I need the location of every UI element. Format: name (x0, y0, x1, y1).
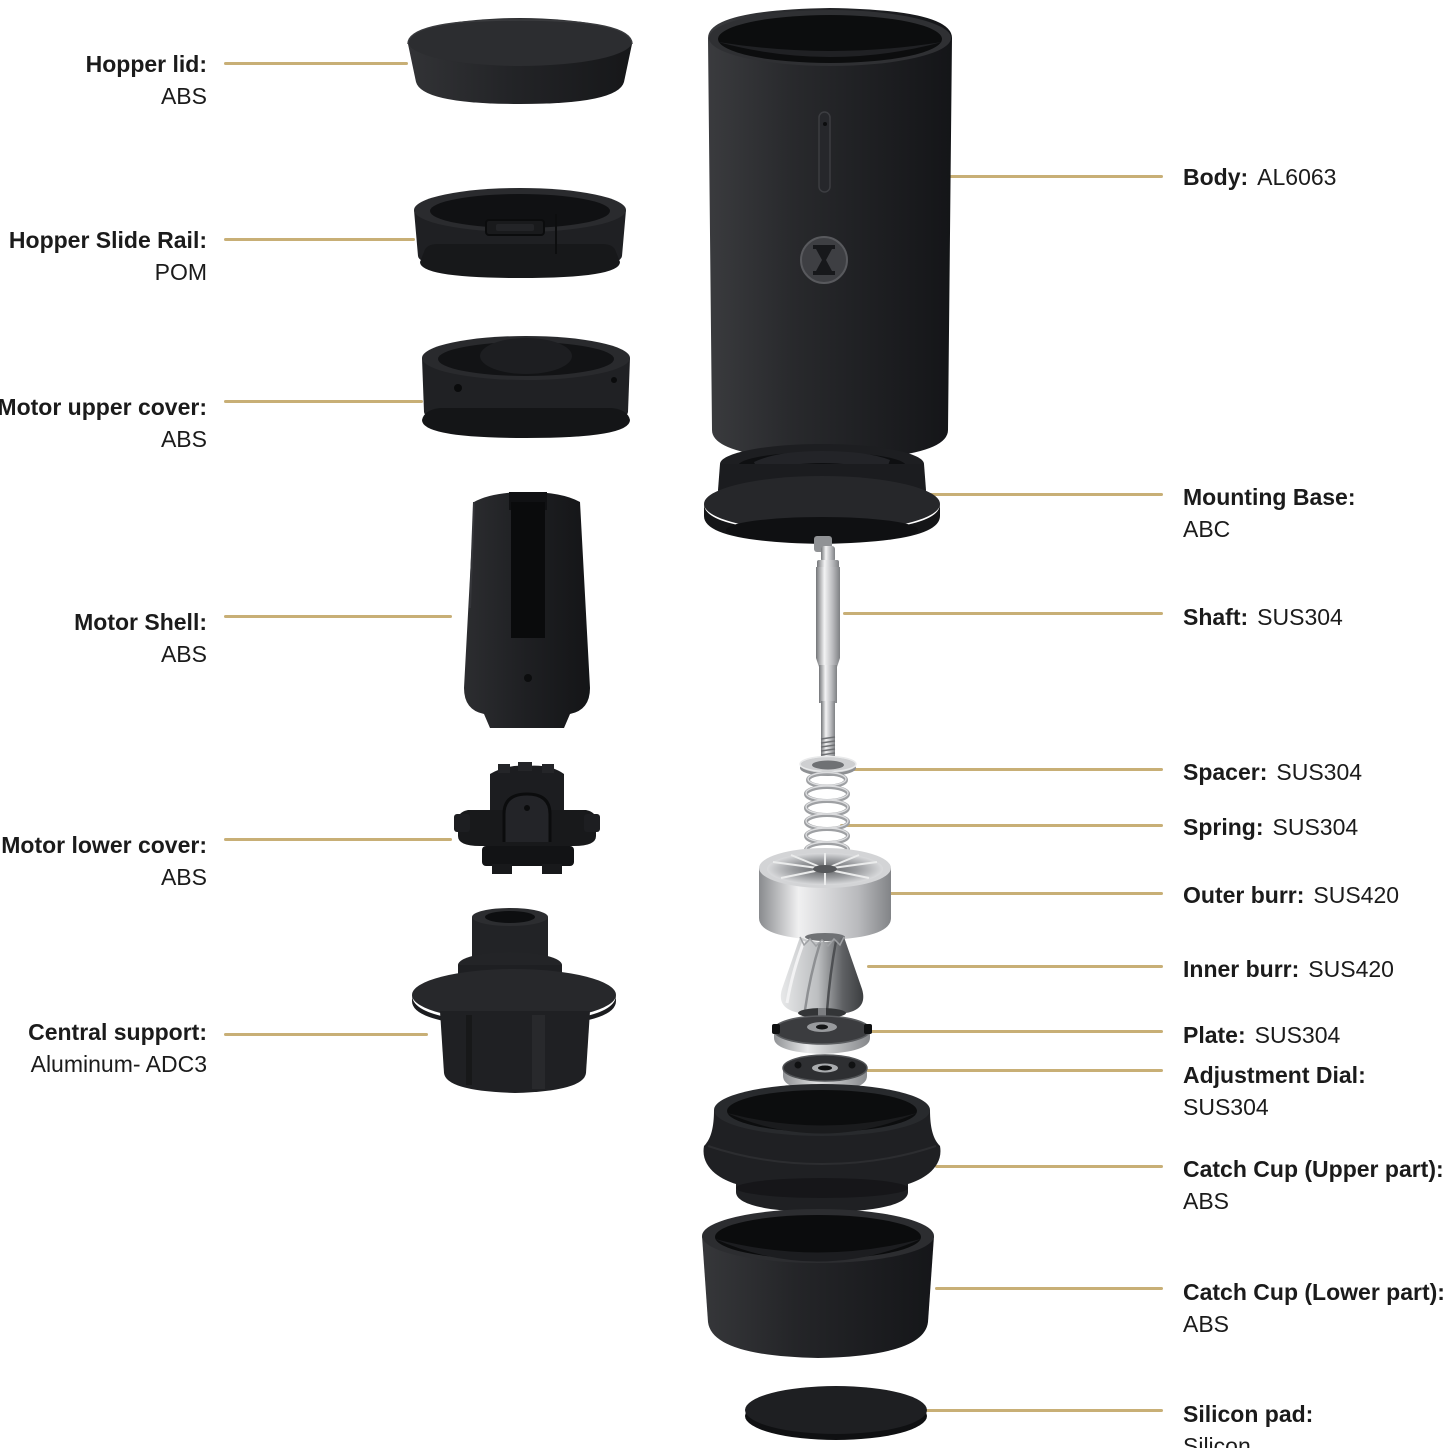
part-material: Aluminum- ADC3 (30, 1051, 207, 1077)
leader-spacer (850, 768, 1163, 771)
leader-adjustment-dial (860, 1069, 1163, 1072)
part-material: ABS (1183, 1188, 1230, 1214)
leader-catch-cup-lower (935, 1287, 1163, 1290)
hourglass-logo-icon (800, 236, 848, 284)
part-name: Central support: (28, 1019, 207, 1045)
leader-silicon-pad (897, 1409, 1163, 1412)
leader-inner-burr (867, 965, 1163, 968)
part-material: SUS420 (1313, 882, 1400, 908)
part-material: ABS (160, 83, 207, 109)
label-motor-lower-cover: Motor lower cover: ABS (0, 829, 207, 893)
label-shaft: Shaft: SUS304 (1183, 601, 1445, 633)
label-outer-burr: Outer burr: SUS420 (1183, 879, 1445, 911)
part-material: SUS304 (1183, 1094, 1269, 1120)
leader-body (937, 175, 1163, 178)
catch-cup-upper-illustration (703, 1084, 941, 1212)
part-material: Silicon (1183, 1433, 1251, 1448)
part-name: Plate: (1183, 1022, 1246, 1048)
hopper-lid-illustration (407, 18, 633, 104)
part-name: Outer burr: (1183, 882, 1305, 908)
part-name: Inner burr: (1183, 956, 1300, 982)
plate-illustration (772, 1008, 872, 1054)
part-name: Spring: (1183, 814, 1264, 840)
part-material: SUS304 (1254, 1022, 1341, 1048)
label-hopper-slide-rail: Hopper Slide Rail: POM (0, 224, 207, 288)
leader-hopper-lid (224, 62, 408, 65)
motor-upper-cover-illustration (422, 336, 630, 438)
leader-motor-lower-cover (224, 838, 452, 841)
leader-motor-shell (224, 615, 452, 618)
body-illustration (708, 8, 952, 460)
motor-shell-illustration (464, 492, 590, 728)
part-name: Catch Cup (Lower part): (1183, 1279, 1445, 1305)
label-motor-upper-cover: Motor upper cover: ABS (0, 391, 207, 455)
label-hopper-lid: Hopper lid: ABS (0, 48, 207, 112)
leader-catch-cup-upper (935, 1165, 1163, 1168)
part-material: ABS (160, 864, 207, 890)
silicon-pad-illustration (745, 1386, 927, 1440)
leader-plate (870, 1030, 1163, 1033)
central-support-illustration (412, 908, 616, 1093)
catch-cup-lower-illustration (702, 1209, 934, 1358)
part-name: Hopper Slide Rail: (8, 227, 207, 253)
label-adjustment-dial: Adjustment Dial: SUS304 (1183, 1059, 1445, 1123)
part-material: SUS304 (1257, 604, 1343, 630)
part-name: Hopper lid: (85, 51, 207, 77)
part-material: ABC (1183, 516, 1231, 542)
inner-burr-illustration (780, 936, 864, 1019)
label-central-support: Central support: Aluminum- ADC3 (0, 1016, 207, 1080)
part-name: Motor upper cover: (0, 394, 207, 420)
part-name: Silicon pad: (1183, 1401, 1314, 1427)
label-motor-shell: Motor Shell: ABS (0, 606, 207, 670)
label-catch-cup-lower: Catch Cup (Lower part): ABS (1183, 1276, 1445, 1340)
leader-central-support (224, 1033, 428, 1036)
hopper-slide-rail-illustration (414, 188, 626, 278)
label-catch-cup-upper: Catch Cup (Upper part): ABS (1183, 1153, 1445, 1217)
label-spring: Spring: SUS304 (1183, 811, 1445, 843)
label-silicon-pad: Silicon pad: Silicon (1183, 1398, 1445, 1448)
part-material: SUS304 (1272, 814, 1359, 840)
mounting-base-illustration (704, 444, 940, 552)
part-material: AL6063 (1257, 164, 1337, 190)
label-inner-burr: Inner burr: SUS420 (1183, 953, 1445, 985)
part-material: ABS (160, 426, 207, 452)
part-material: ABS (160, 641, 207, 667)
label-plate: Plate: SUS304 (1183, 1019, 1445, 1051)
spacer-illustration (799, 756, 857, 776)
part-material: POM (154, 259, 207, 285)
leader-mounting-base (930, 493, 1163, 496)
shaft-illustration (816, 546, 840, 769)
leader-spring (840, 824, 1163, 827)
part-material: ABS (1183, 1311, 1230, 1337)
leader-motor-upper-cover (224, 400, 423, 403)
label-spacer: Spacer: SUS304 (1183, 756, 1445, 788)
outer-burr-illustration (759, 848, 891, 941)
spring-illustration (804, 771, 850, 859)
part-name: Adjustment Dial: (1183, 1062, 1366, 1088)
part-name: Shaft: (1183, 604, 1249, 630)
label-body: Body: AL6063 (1183, 161, 1445, 193)
part-name: Motor Shell: (74, 609, 207, 635)
leader-hopper-slide-rail (224, 238, 415, 241)
leader-outer-burr (888, 892, 1163, 895)
leader-shaft (843, 612, 1163, 615)
part-name: Catch Cup (Upper part): (1183, 1156, 1444, 1182)
motor-lower-cover-illustration (454, 762, 600, 874)
part-name: Spacer: (1183, 759, 1268, 785)
part-name: Motor lower cover: (1, 832, 207, 858)
part-material: SUS420 (1308, 956, 1394, 982)
part-name: Body: (1183, 164, 1249, 190)
part-material: SUS304 (1276, 759, 1363, 785)
part-name: Mounting Base: (1183, 484, 1356, 510)
label-mounting-base: Mounting Base: ABC (1183, 481, 1445, 545)
